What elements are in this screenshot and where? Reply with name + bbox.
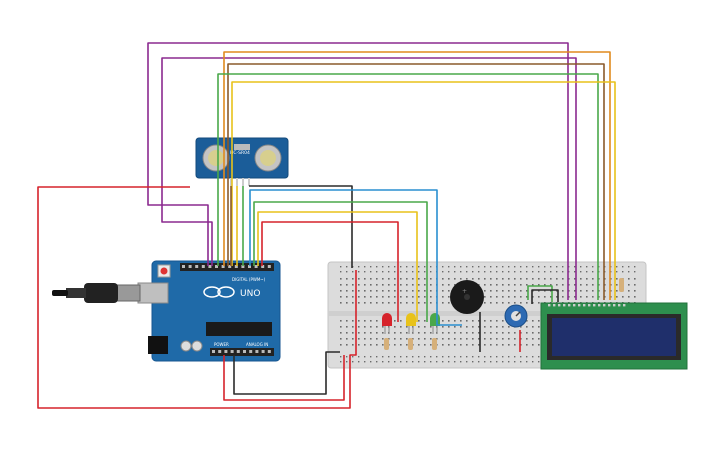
arduino-logo: [203, 286, 235, 298]
capacitor-1: [180, 340, 192, 352]
reset-button-cap[interactable]: [160, 267, 168, 275]
power-jack: [148, 336, 168, 354]
svg-text:+: +: [462, 288, 467, 295]
wire-sensor-gnd[interactable]: [249, 185, 353, 268]
ultrasonic-sensor[interactable]: HC-SR04: [195, 137, 289, 186]
led-yellow[interactable]: [406, 313, 416, 334]
lcd-16x2-icon[interactable]: [540, 302, 688, 370]
wire-yellow-led[interactable]: [257, 211, 418, 322]
wire-orange-lcd[interactable]: [223, 51, 611, 300]
arduino-power-label: POWER: [214, 342, 229, 347]
wire-green-lcd[interactable]: [217, 73, 599, 300]
arduino-brand-label: UNO: [240, 289, 260, 299]
wire-red-led[interactable]: [261, 221, 399, 322]
potentiometer-icon[interactable]: [504, 304, 528, 328]
wire-black-gnd[interactable]: [233, 351, 340, 395]
arduino-analog-label: ANALOG IN: [246, 342, 268, 347]
usb-cable-icon[interactable]: [52, 283, 141, 303]
wire-red-5v[interactable]: [223, 355, 345, 401]
ultrasonic-sensor-label: HC-SR04: [230, 150, 250, 156]
wire-green-lcd-vss[interactable]: [527, 285, 553, 302]
capacitor-2: [191, 340, 203, 352]
led-red[interactable]: [382, 313, 392, 334]
resistor-lcd[interactable]: [619, 278, 624, 292]
wire-red-vcc[interactable]: [37, 186, 357, 409]
arduino-digital-label: DIGITAL (PWM~): [232, 277, 266, 282]
piezo-buzzer-icon[interactable]: +: [450, 280, 484, 314]
crystal: [234, 144, 250, 150]
resistor-1[interactable]: [384, 338, 389, 350]
resistor-2[interactable]: [408, 338, 413, 350]
wire-blue-buzzer[interactable]: [249, 189, 462, 326]
lcd-screen: [552, 318, 676, 356]
arduino-uno-board[interactable]: UNO DIGITAL (PWM~) POWER ANALOG IN: [137, 260, 281, 362]
wire-green-led[interactable]: [253, 201, 428, 322]
usb-port: [137, 282, 169, 304]
wire-black-lcd-gnd[interactable]: [531, 289, 559, 304]
wire-yellow-lcd[interactable]: [231, 81, 616, 300]
wire-brown-lcd[interactable]: [227, 63, 605, 300]
wire-purple-lcd-2[interactable]: [161, 57, 577, 300]
wire-purple-lcd-1[interactable]: [147, 42, 569, 300]
atmega-chip: [206, 322, 272, 336]
resistor-3[interactable]: [432, 338, 437, 350]
